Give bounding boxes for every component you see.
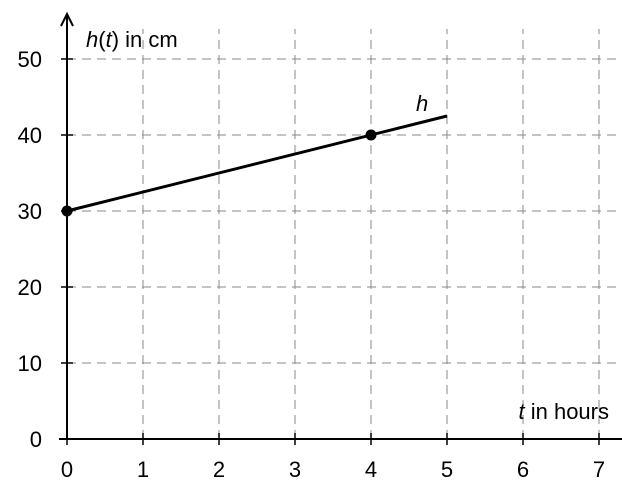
y-tick-label-40: 40 (18, 123, 42, 148)
series (61, 114, 448, 217)
series-label-h: h (416, 91, 428, 116)
x-tick-label-6: 6 (517, 457, 529, 482)
data-point-0 (61, 205, 73, 217)
x-tick-label-3: 3 (289, 457, 301, 482)
x-tick-label-1: 1 (137, 457, 149, 482)
y-axis-label: h(t) in cm (86, 27, 178, 52)
y-axis-label-rest: in cm (119, 27, 178, 52)
y-axis-label-variable: t (106, 27, 113, 52)
x-tick-label-0: 0 (61, 457, 73, 482)
data-point-1 (365, 129, 377, 141)
ticks: 0 1 2 3 4 5 6 7 0 10 20 30 40 50 (18, 47, 606, 482)
x-tick-label-7: 7 (593, 457, 605, 482)
x-axis-label-variable: t (518, 399, 525, 424)
y-tick-label-30: 30 (18, 199, 42, 224)
y-tick-label-10: 10 (18, 351, 42, 376)
y-axis-label-open: ( (98, 27, 106, 52)
y-tick-label-50: 50 (18, 47, 42, 72)
x-tick-label-2: 2 (213, 457, 225, 482)
x-tick-label-4: 4 (365, 457, 377, 482)
series-line-h (66, 114, 448, 213)
x-axis-label-rest: in hours (525, 399, 609, 424)
y-axis-label-func: h (86, 27, 98, 52)
x-axis-label: t in hours (518, 399, 609, 424)
x-tick-label-5: 5 (441, 457, 453, 482)
y-axis-arrow (60, 11, 74, 27)
y-tick-label-0: 0 (30, 427, 42, 452)
y-axis-label-close: ) (112, 27, 119, 52)
y-tick-label-20: 20 (18, 275, 42, 300)
axes (59, 11, 622, 440)
grid (67, 29, 622, 439)
